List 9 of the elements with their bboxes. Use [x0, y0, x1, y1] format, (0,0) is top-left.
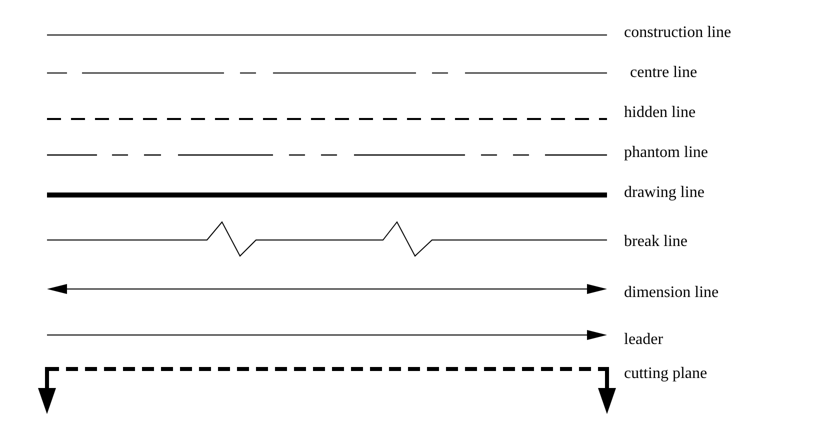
legend-label: hidden line [624, 104, 696, 122]
legend-label: construction line [624, 24, 732, 42]
legend-label: dimension line [624, 284, 719, 302]
legend-label: phantom line [624, 144, 708, 162]
legend-label: leader [624, 331, 664, 349]
legend-label: drawing line [624, 184, 704, 202]
legend-label: break line [624, 233, 688, 251]
legend-label: cutting plane [624, 365, 708, 383]
legend-label: centre line [630, 64, 698, 82]
